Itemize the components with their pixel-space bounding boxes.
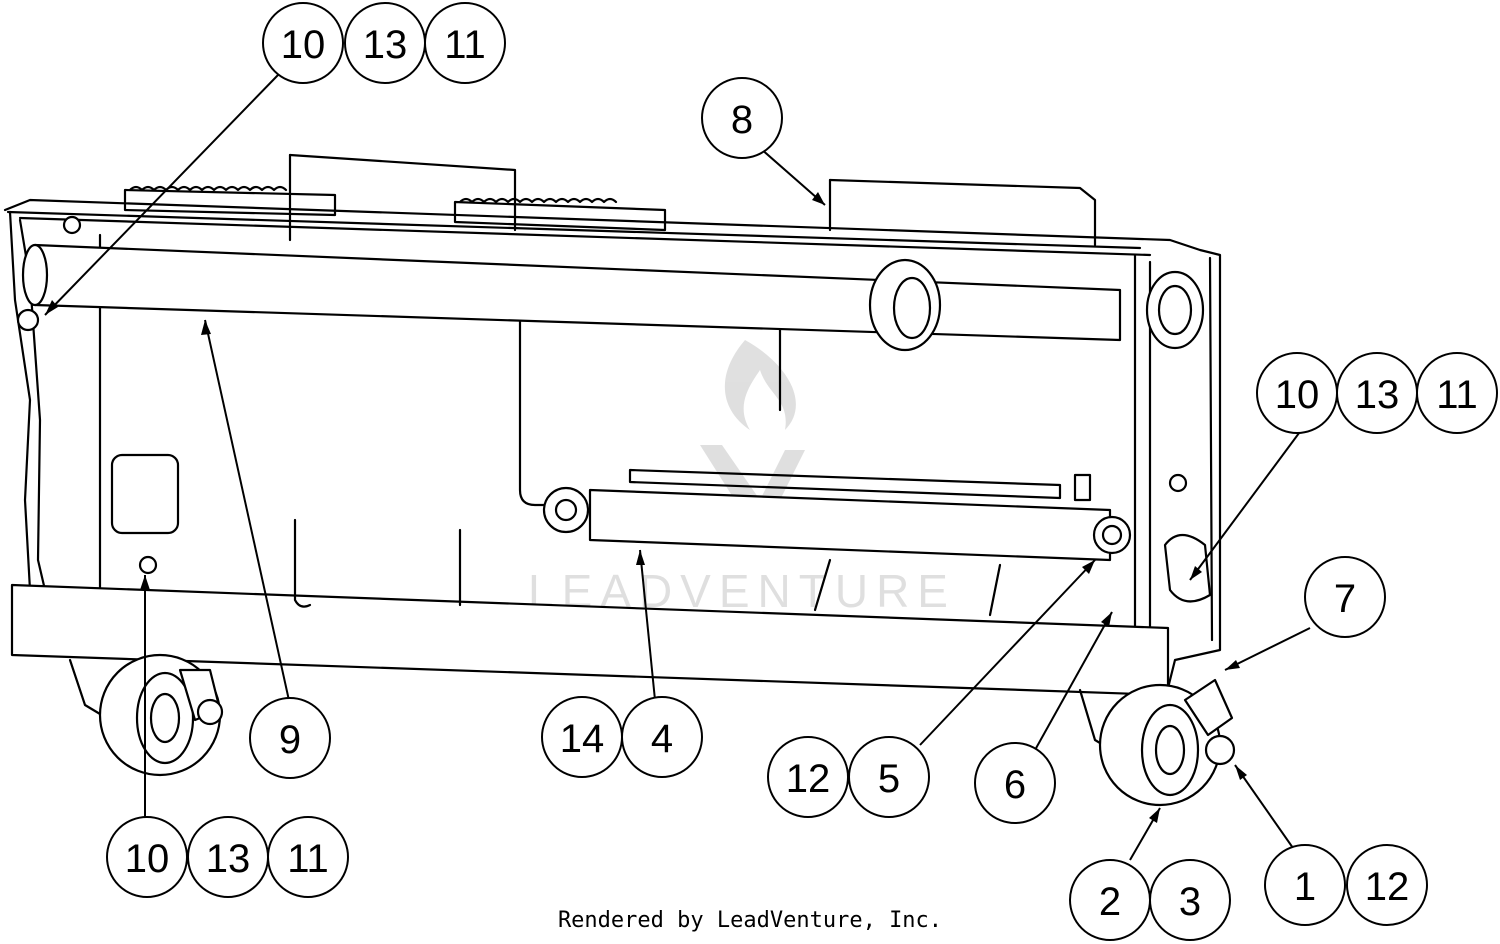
callout-label: 13 bbox=[1355, 373, 1400, 417]
callout-label: 4 bbox=[651, 717, 673, 761]
callout-group-bottom-right-a: 2 3 bbox=[1069, 859, 1231, 941]
callout-group-center-bottom: 14 4 bbox=[541, 696, 703, 778]
callout-label: 10 bbox=[1275, 373, 1320, 417]
callout-group-bottom-right-b: 1 12 bbox=[1264, 844, 1428, 926]
callout-circle bbox=[701, 77, 783, 159]
callout-label: 1 bbox=[1294, 865, 1316, 909]
callout-label: 7 bbox=[1334, 577, 1356, 621]
callout-group-right-lower: 7 bbox=[1304, 556, 1386, 638]
leader-lines bbox=[44, 74, 1311, 861]
callout-label: 11 bbox=[287, 837, 329, 881]
callout-circle bbox=[848, 736, 930, 818]
callout-circle bbox=[1304, 556, 1386, 638]
callout-label: 9 bbox=[279, 718, 301, 762]
callout-label: 8 bbox=[731, 98, 753, 142]
callout-label: 12 bbox=[786, 757, 831, 801]
carrier-frame bbox=[3, 153, 1236, 807]
callout-circle bbox=[974, 742, 1056, 824]
callout-label: 13 bbox=[363, 23, 408, 67]
footer-credit: Rendered by LeadVenture, Inc. bbox=[557, 908, 943, 933]
callout-group-bottom-left: 10 13 11 bbox=[106, 816, 349, 898]
callout-group-right-mid: 10 13 11 bbox=[1256, 352, 1498, 434]
watermark-flame-icon bbox=[724, 340, 796, 430]
callout-group-top-center: 8 bbox=[701, 77, 783, 159]
callout-circle bbox=[621, 696, 703, 778]
callout-group-center-right: 12 5 bbox=[767, 736, 930, 818]
callout-label: 11 bbox=[1436, 373, 1478, 417]
callout-circle bbox=[424, 2, 506, 84]
callout-circle bbox=[1346, 844, 1428, 926]
callout-label: 5 bbox=[878, 757, 900, 801]
callout-label: 10 bbox=[281, 23, 326, 67]
callout-label: 3 bbox=[1179, 880, 1201, 924]
callout-label: 14 bbox=[560, 717, 605, 761]
callout-circle bbox=[267, 816, 349, 898]
callout-group-right-center: 6 bbox=[974, 742, 1056, 824]
callout-label: 11 bbox=[444, 23, 486, 67]
callout-group-bottom-left-mid: 9 bbox=[249, 697, 331, 779]
right-caster-wheel bbox=[1078, 678, 1236, 807]
left-caster-wheel bbox=[68, 653, 224, 777]
watermark-logo-icon bbox=[700, 445, 805, 540]
callout-label: 13 bbox=[206, 837, 251, 881]
callout-circle bbox=[262, 2, 344, 84]
callout-circle bbox=[1149, 859, 1231, 941]
callout-label: 12 bbox=[1365, 865, 1410, 909]
callout-label: 10 bbox=[125, 837, 170, 881]
callout-group-top-left: 10 13 11 bbox=[262, 2, 506, 84]
callout-label: 2 bbox=[1099, 880, 1121, 924]
callout-label: 6 bbox=[1004, 763, 1026, 807]
callout-circle bbox=[1416, 352, 1498, 434]
callout-circle bbox=[1264, 844, 1346, 926]
callout-circle bbox=[249, 697, 331, 779]
